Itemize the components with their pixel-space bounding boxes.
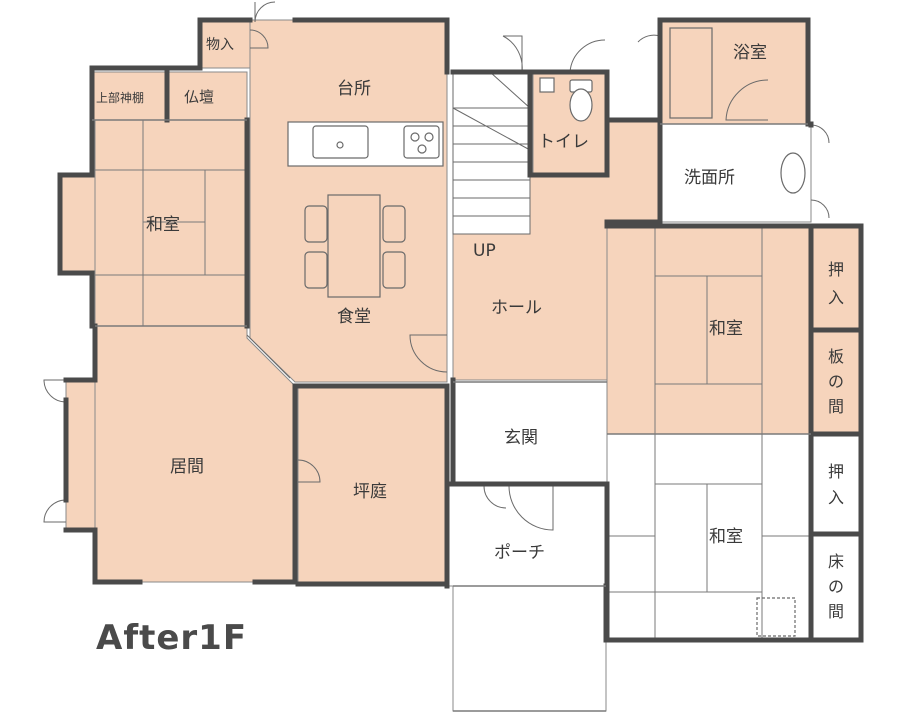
oshiire-2-area xyxy=(810,433,862,535)
label-oshiire-2-b: 入 xyxy=(828,488,844,507)
outdoor-areas xyxy=(446,123,862,712)
porch-area xyxy=(446,483,608,587)
label-genkan: 玄関 xyxy=(504,428,538,448)
label-porch: ポーチ xyxy=(494,543,545,563)
washitsu-left-room xyxy=(94,119,248,327)
label-courtyard: 坪庭 xyxy=(353,482,387,502)
label-kitchen: 台所 xyxy=(337,79,371,99)
butsudan-room xyxy=(166,71,248,121)
label-itanoma-a: 板 xyxy=(828,347,844,366)
label-storage: 物入 xyxy=(206,37,234,53)
door-swings xyxy=(43,1,830,531)
label-hall: ホール xyxy=(491,298,542,318)
label-itanoma-c: 間 xyxy=(828,397,844,416)
tokonoma-area xyxy=(810,533,862,641)
label-itanoma-b: の xyxy=(828,372,844,391)
label-washitsu-left: 和室 xyxy=(146,215,180,235)
approach-path xyxy=(452,585,607,712)
label-tokonoma-a: 床 xyxy=(828,552,844,571)
living-window-bay xyxy=(65,379,96,531)
stairs xyxy=(452,71,531,235)
kamidana-room xyxy=(91,71,168,121)
room-labels: 物入 上部神棚 仏壇 台所 和室 食堂 居間 坪庭 ホール UP トイレ 浴室 … xyxy=(96,37,844,621)
storage-room xyxy=(199,19,251,69)
bathtub xyxy=(669,27,713,119)
floor-title: After1F xyxy=(96,618,248,658)
kitchen-fixtures xyxy=(287,121,444,167)
oshiire-1-room xyxy=(810,225,862,331)
walls xyxy=(57,17,864,643)
label-butsudan: 仏壇 xyxy=(184,88,214,106)
label-tokonoma-c: 間 xyxy=(828,602,844,621)
label-toilet: トイレ xyxy=(538,132,589,152)
thin-walls xyxy=(92,119,811,712)
label-washitsu-right-top: 和室 xyxy=(709,319,743,339)
sanitary-fixtures xyxy=(539,27,806,637)
washitsu-right-bottom-area xyxy=(606,433,812,641)
washitsu-left-window-bay xyxy=(59,174,96,274)
dining-set xyxy=(304,194,406,298)
courtyard-room xyxy=(297,385,448,585)
label-washitsu-right-bottom: 和室 xyxy=(709,527,743,547)
wash-basin xyxy=(780,152,806,194)
label-washroom: 洗面所 xyxy=(684,168,735,188)
label-living: 居間 xyxy=(170,457,204,477)
tatami-lines xyxy=(95,120,811,640)
label-tokonoma-b: の xyxy=(828,577,844,596)
label-dining: 食堂 xyxy=(337,307,371,327)
label-kamidana: 上部神棚 xyxy=(96,90,144,105)
living-room xyxy=(94,325,296,583)
label-oshiire-1-a: 押 xyxy=(828,260,844,279)
label-bath: 浴室 xyxy=(733,43,767,63)
label-stairs-up: UP xyxy=(473,241,496,261)
itanoma-room xyxy=(810,329,862,435)
dining-table xyxy=(327,194,381,298)
label-oshiire-1-b: 入 xyxy=(828,288,844,307)
label-oshiire-2-a: 押 xyxy=(828,462,844,481)
